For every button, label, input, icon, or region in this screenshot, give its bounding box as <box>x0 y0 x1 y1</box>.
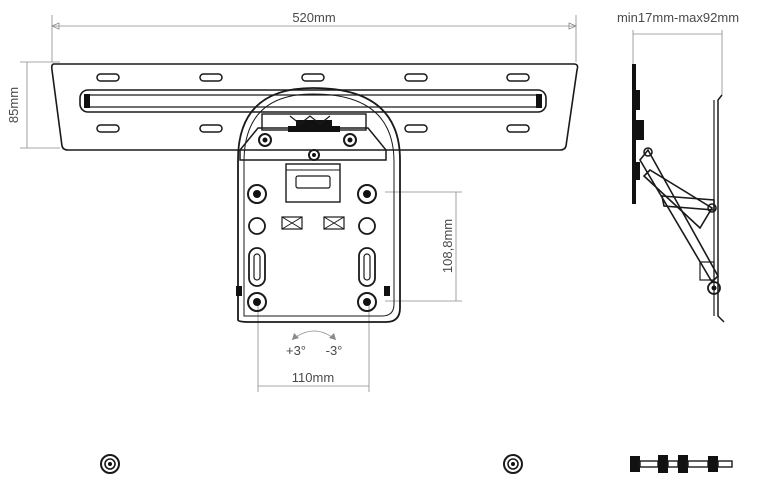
spacer-bolt <box>630 455 733 473</box>
tilt-plus-label: +3° <box>286 343 306 358</box>
width-dimension: 520mm <box>50 10 578 62</box>
level-markers <box>281 216 345 230</box>
vertical-spacing-dimension: 108,8mm <box>385 191 462 302</box>
tv-bracket <box>236 87 401 323</box>
horizontal-spacing-dimension: 110mm <box>257 305 370 392</box>
height-dimension: 85mm <box>6 61 60 149</box>
washer-left <box>100 454 120 474</box>
vertical-adjustment-slots <box>248 247 376 287</box>
vertical-spacing-label: 108,8mm <box>440 219 455 273</box>
side-view <box>632 64 725 323</box>
horizontal-spacing-label: 110mm <box>292 370 334 385</box>
wall-plate <box>50 63 579 151</box>
locking-mechanism <box>239 113 387 161</box>
top-mounting-slots <box>96 73 530 82</box>
washer-right <box>503 454 523 474</box>
width-label: 520mm <box>292 10 335 25</box>
tilt-indicator: +3° -3° <box>286 330 343 358</box>
tilt-minus-label: -3° <box>326 343 343 358</box>
vesa-screw-holes <box>247 184 377 312</box>
depth-label: min17mm-max92mm <box>617 10 739 25</box>
centre-hinge <box>285 163 341 203</box>
height-label: 85mm <box>6 87 21 123</box>
accessories <box>100 454 733 474</box>
bottom-mounting-slots <box>96 124 530 133</box>
depth-dimension: min17mm-max92mm <box>617 10 739 95</box>
